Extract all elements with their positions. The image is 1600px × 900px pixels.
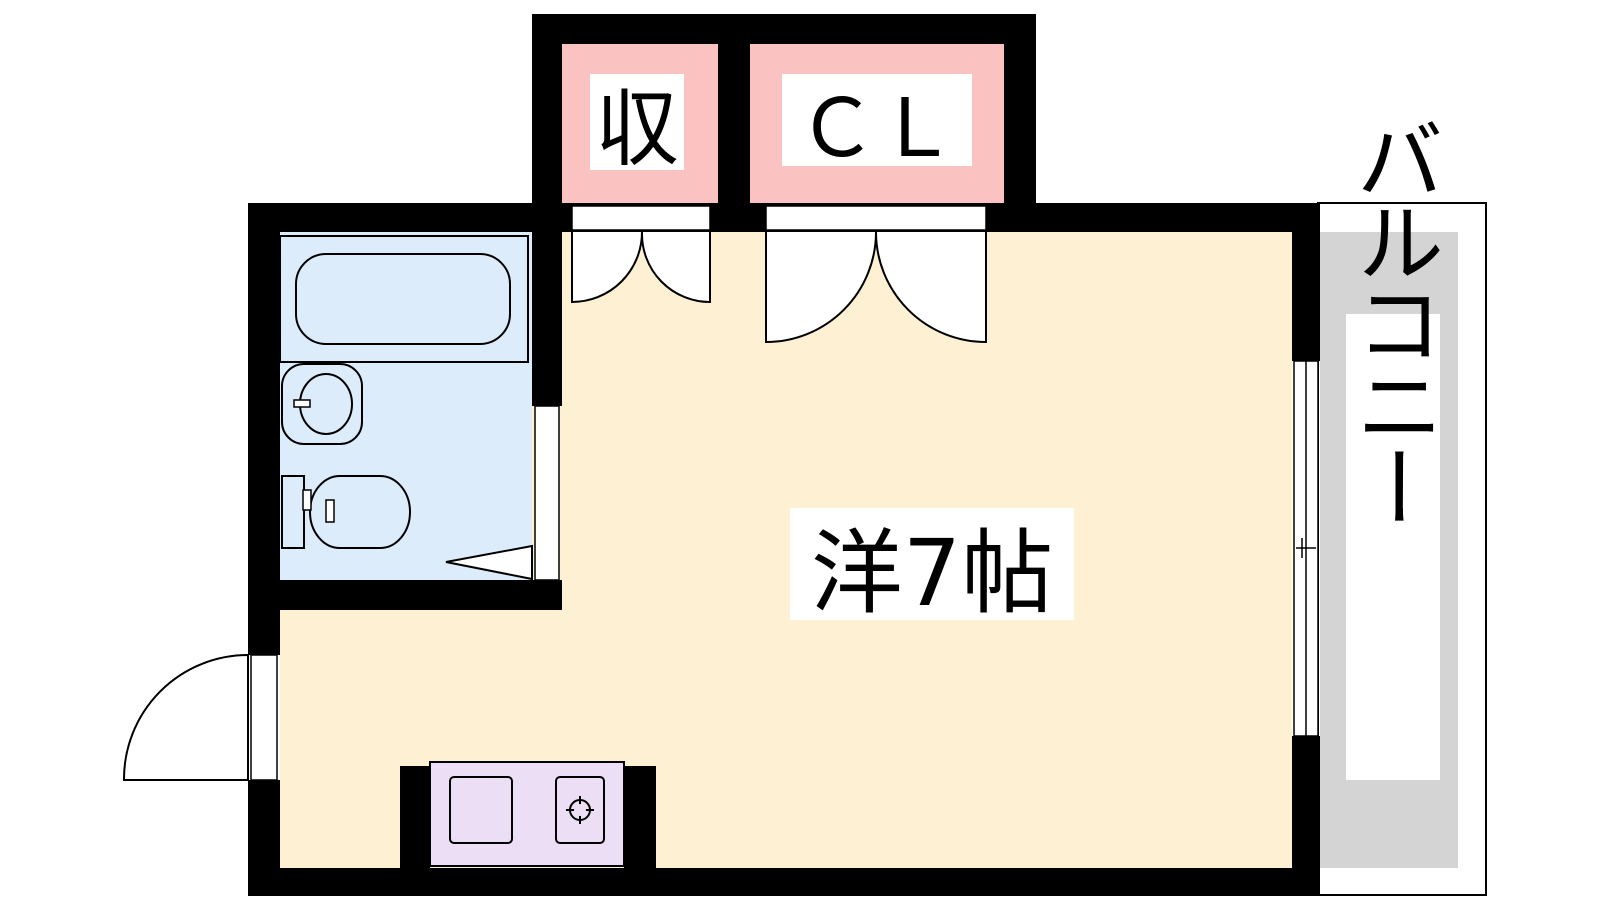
closet-door-swing-right: [875, 231, 987, 344]
western-room-label-bg: [790, 508, 1074, 620]
bath-wall-bottom: [248, 580, 562, 610]
wall-top-mid: [532, 203, 572, 232]
western-room-label: 洋7帖: [811, 520, 1054, 627]
washbasin-faucet: [293, 399, 311, 408]
bathtub-frame: [279, 235, 529, 363]
bath-door-opening: [534, 405, 560, 581]
bath-door-leaf: [445, 544, 533, 581]
storage-label: 収: [595, 80, 679, 178]
stove-frame: [555, 776, 605, 844]
closet-door-swing-left: [765, 231, 877, 344]
kitchen-sink-icon: [449, 776, 513, 844]
storage-door-swing-left: [571, 231, 643, 304]
toilet-tank: [281, 475, 305, 549]
kitchen-wall-right: [624, 766, 656, 868]
kitchen-counter: [429, 761, 625, 867]
toilet-connector-bottom: [325, 499, 335, 523]
wall-top-left: [248, 203, 532, 232]
balcony-label: バルコニー: [1342, 115, 1445, 525]
storage-label-bg: [590, 74, 684, 170]
wall-top-right: [1036, 203, 1320, 232]
toilet-connector-top: [302, 489, 312, 511]
wall-right-upper: [1292, 203, 1320, 361]
bath-wall-right-upper: [532, 232, 562, 406]
wall-bottom: [248, 868, 1320, 896]
closet-door-opening: [765, 205, 987, 231]
storage-door-swing-right: [640, 231, 711, 304]
closet-label-bg: [782, 74, 972, 166]
wet-area-floor: [280, 232, 532, 580]
storage-door-opening: [571, 205, 711, 231]
balcony-label-bg: [1346, 314, 1440, 780]
toilet-seat-icon: [309, 475, 411, 549]
stove-burner-inner: [574, 804, 586, 816]
wall-right-lower: [1292, 736, 1320, 896]
washbasin-frame: [281, 363, 363, 445]
closet-label: ＣＬ: [797, 82, 957, 175]
entrance-door-opening: [250, 654, 278, 781]
bathtub-icon: [295, 253, 511, 345]
wall-left-upper: [248, 203, 280, 655]
kitchen-wall-left: [400, 766, 430, 868]
entrance-door-swing: [122, 653, 249, 781]
